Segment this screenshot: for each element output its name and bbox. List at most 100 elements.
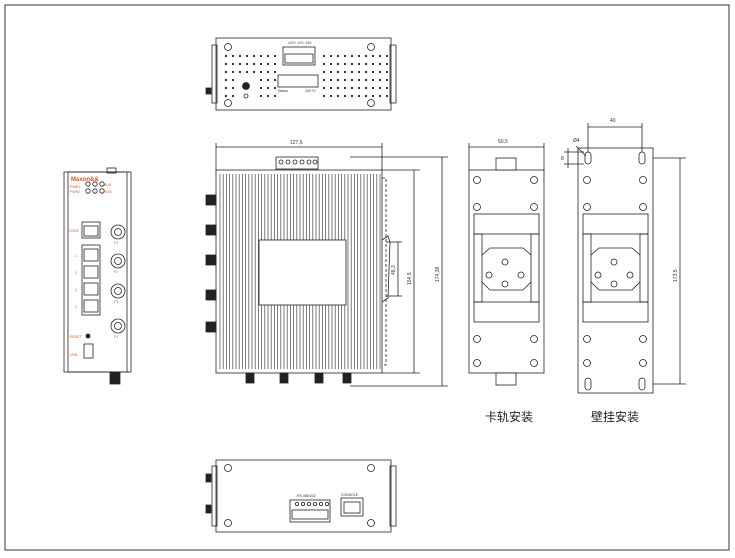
vent-hole <box>329 70 333 74</box>
vent-hole <box>245 54 249 58</box>
vent-hole <box>336 70 340 74</box>
vent-hole <box>343 70 347 74</box>
vent-hole <box>364 62 368 66</box>
vent-hole <box>322 70 326 74</box>
usb-label: USB <box>70 353 78 357</box>
vent-hole <box>322 54 326 58</box>
vent-hole <box>273 94 277 98</box>
vent-hole <box>343 54 347 58</box>
top-terminal-label: 12V+ 12V- 24V <box>288 41 312 45</box>
rail-mount-caption: 卡轨安装 <box>485 409 533 424</box>
vent-hole <box>385 70 389 74</box>
port-label-4: 4 <box>75 305 77 309</box>
vent-hole <box>238 62 242 66</box>
wall-dim-top: 40 <box>610 118 616 124</box>
vent-hole <box>224 94 228 98</box>
vent-hole <box>273 78 277 82</box>
vent-hole <box>350 78 354 82</box>
front-label-con: CON1 <box>69 229 79 233</box>
vent-hole <box>266 70 270 74</box>
rail-mount-view <box>468 143 545 386</box>
vent-hole <box>273 86 277 90</box>
side-view <box>205 143 448 387</box>
vent-hole <box>266 62 270 66</box>
vent-hole <box>371 62 375 66</box>
vent-hole <box>336 94 340 98</box>
front-label-pwr1: PWR1 <box>70 185 80 189</box>
vent-hole <box>371 70 375 74</box>
vent-hole <box>378 54 382 58</box>
side-dim-total: 174,38 <box>435 266 441 282</box>
vent-hole <box>259 62 263 66</box>
vent-hole <box>322 94 326 98</box>
vent-hole <box>385 78 389 82</box>
vent-hole <box>378 62 382 66</box>
vent-hole <box>343 86 347 90</box>
vent-hole <box>371 86 375 90</box>
vent-hole <box>364 86 368 90</box>
vent-hole <box>350 70 354 74</box>
vent-hole <box>378 86 382 90</box>
vent-hole <box>259 78 263 82</box>
fiber-label-4: F4 <box>114 335 118 339</box>
reset-label: RESET <box>70 335 83 339</box>
vent-hole <box>266 94 270 98</box>
vent-hole <box>329 94 333 98</box>
vent-hole <box>364 94 368 98</box>
vent-hole <box>378 70 382 74</box>
vent-hole <box>259 94 263 98</box>
vent-hole <box>350 94 354 98</box>
vent-hole <box>350 86 354 90</box>
vent-hole <box>266 78 270 82</box>
vent-hole <box>224 54 228 58</box>
vent-hole <box>231 94 235 98</box>
vent-hole <box>385 62 389 66</box>
front-brand: Maxon&& <box>71 177 99 183</box>
vent-hole <box>385 94 389 98</box>
vent-hole <box>357 62 361 66</box>
vent-hole <box>252 62 256 66</box>
vent-hole <box>336 78 340 82</box>
fiber-label-1: F1 <box>114 241 118 245</box>
wall-dim-edge: 8 <box>561 156 564 162</box>
bottom-terminal-label: RS-485/232 <box>297 494 316 498</box>
top-view <box>205 37 397 111</box>
vent-hole <box>322 62 326 66</box>
vent-hole <box>350 54 354 58</box>
vent-hole <box>364 54 368 58</box>
vent-hole <box>357 54 361 58</box>
vent-hole <box>343 62 347 66</box>
vent-hole <box>231 54 235 58</box>
vent-hole <box>364 70 368 74</box>
port-label-1: 1 <box>75 254 77 258</box>
vent-hole <box>336 62 340 66</box>
wall-mount-caption: 壁挂安装 <box>591 409 639 424</box>
vent-hole <box>273 70 277 74</box>
port-label-2: 2 <box>75 271 77 275</box>
vent-hole <box>336 54 340 58</box>
bottom-console-label: CONSOLE <box>341 493 359 497</box>
vent-hole <box>371 94 375 98</box>
front-label-alm: ALM <box>104 183 111 187</box>
vent-hole <box>224 62 228 66</box>
vent-hole <box>329 86 333 90</box>
vent-hole <box>259 54 263 58</box>
vent-hole <box>231 86 235 90</box>
front-label-run: RUN <box>104 190 112 194</box>
vent-hole <box>231 62 235 66</box>
port-label-3: 3 <box>75 288 77 292</box>
vent-hole <box>378 78 382 82</box>
vent-hole <box>273 54 277 58</box>
vent-hole <box>238 70 242 74</box>
vent-hole <box>231 78 235 82</box>
vent-hole <box>371 54 375 58</box>
page-border <box>4 4 730 551</box>
vent-hole <box>357 86 361 90</box>
vent-hole <box>322 86 326 90</box>
vent-hole <box>336 86 340 90</box>
vent-hole <box>259 70 263 74</box>
vent-hole <box>378 94 382 98</box>
fiber-label-2: F2 <box>114 270 118 274</box>
vent-hole <box>238 54 242 58</box>
